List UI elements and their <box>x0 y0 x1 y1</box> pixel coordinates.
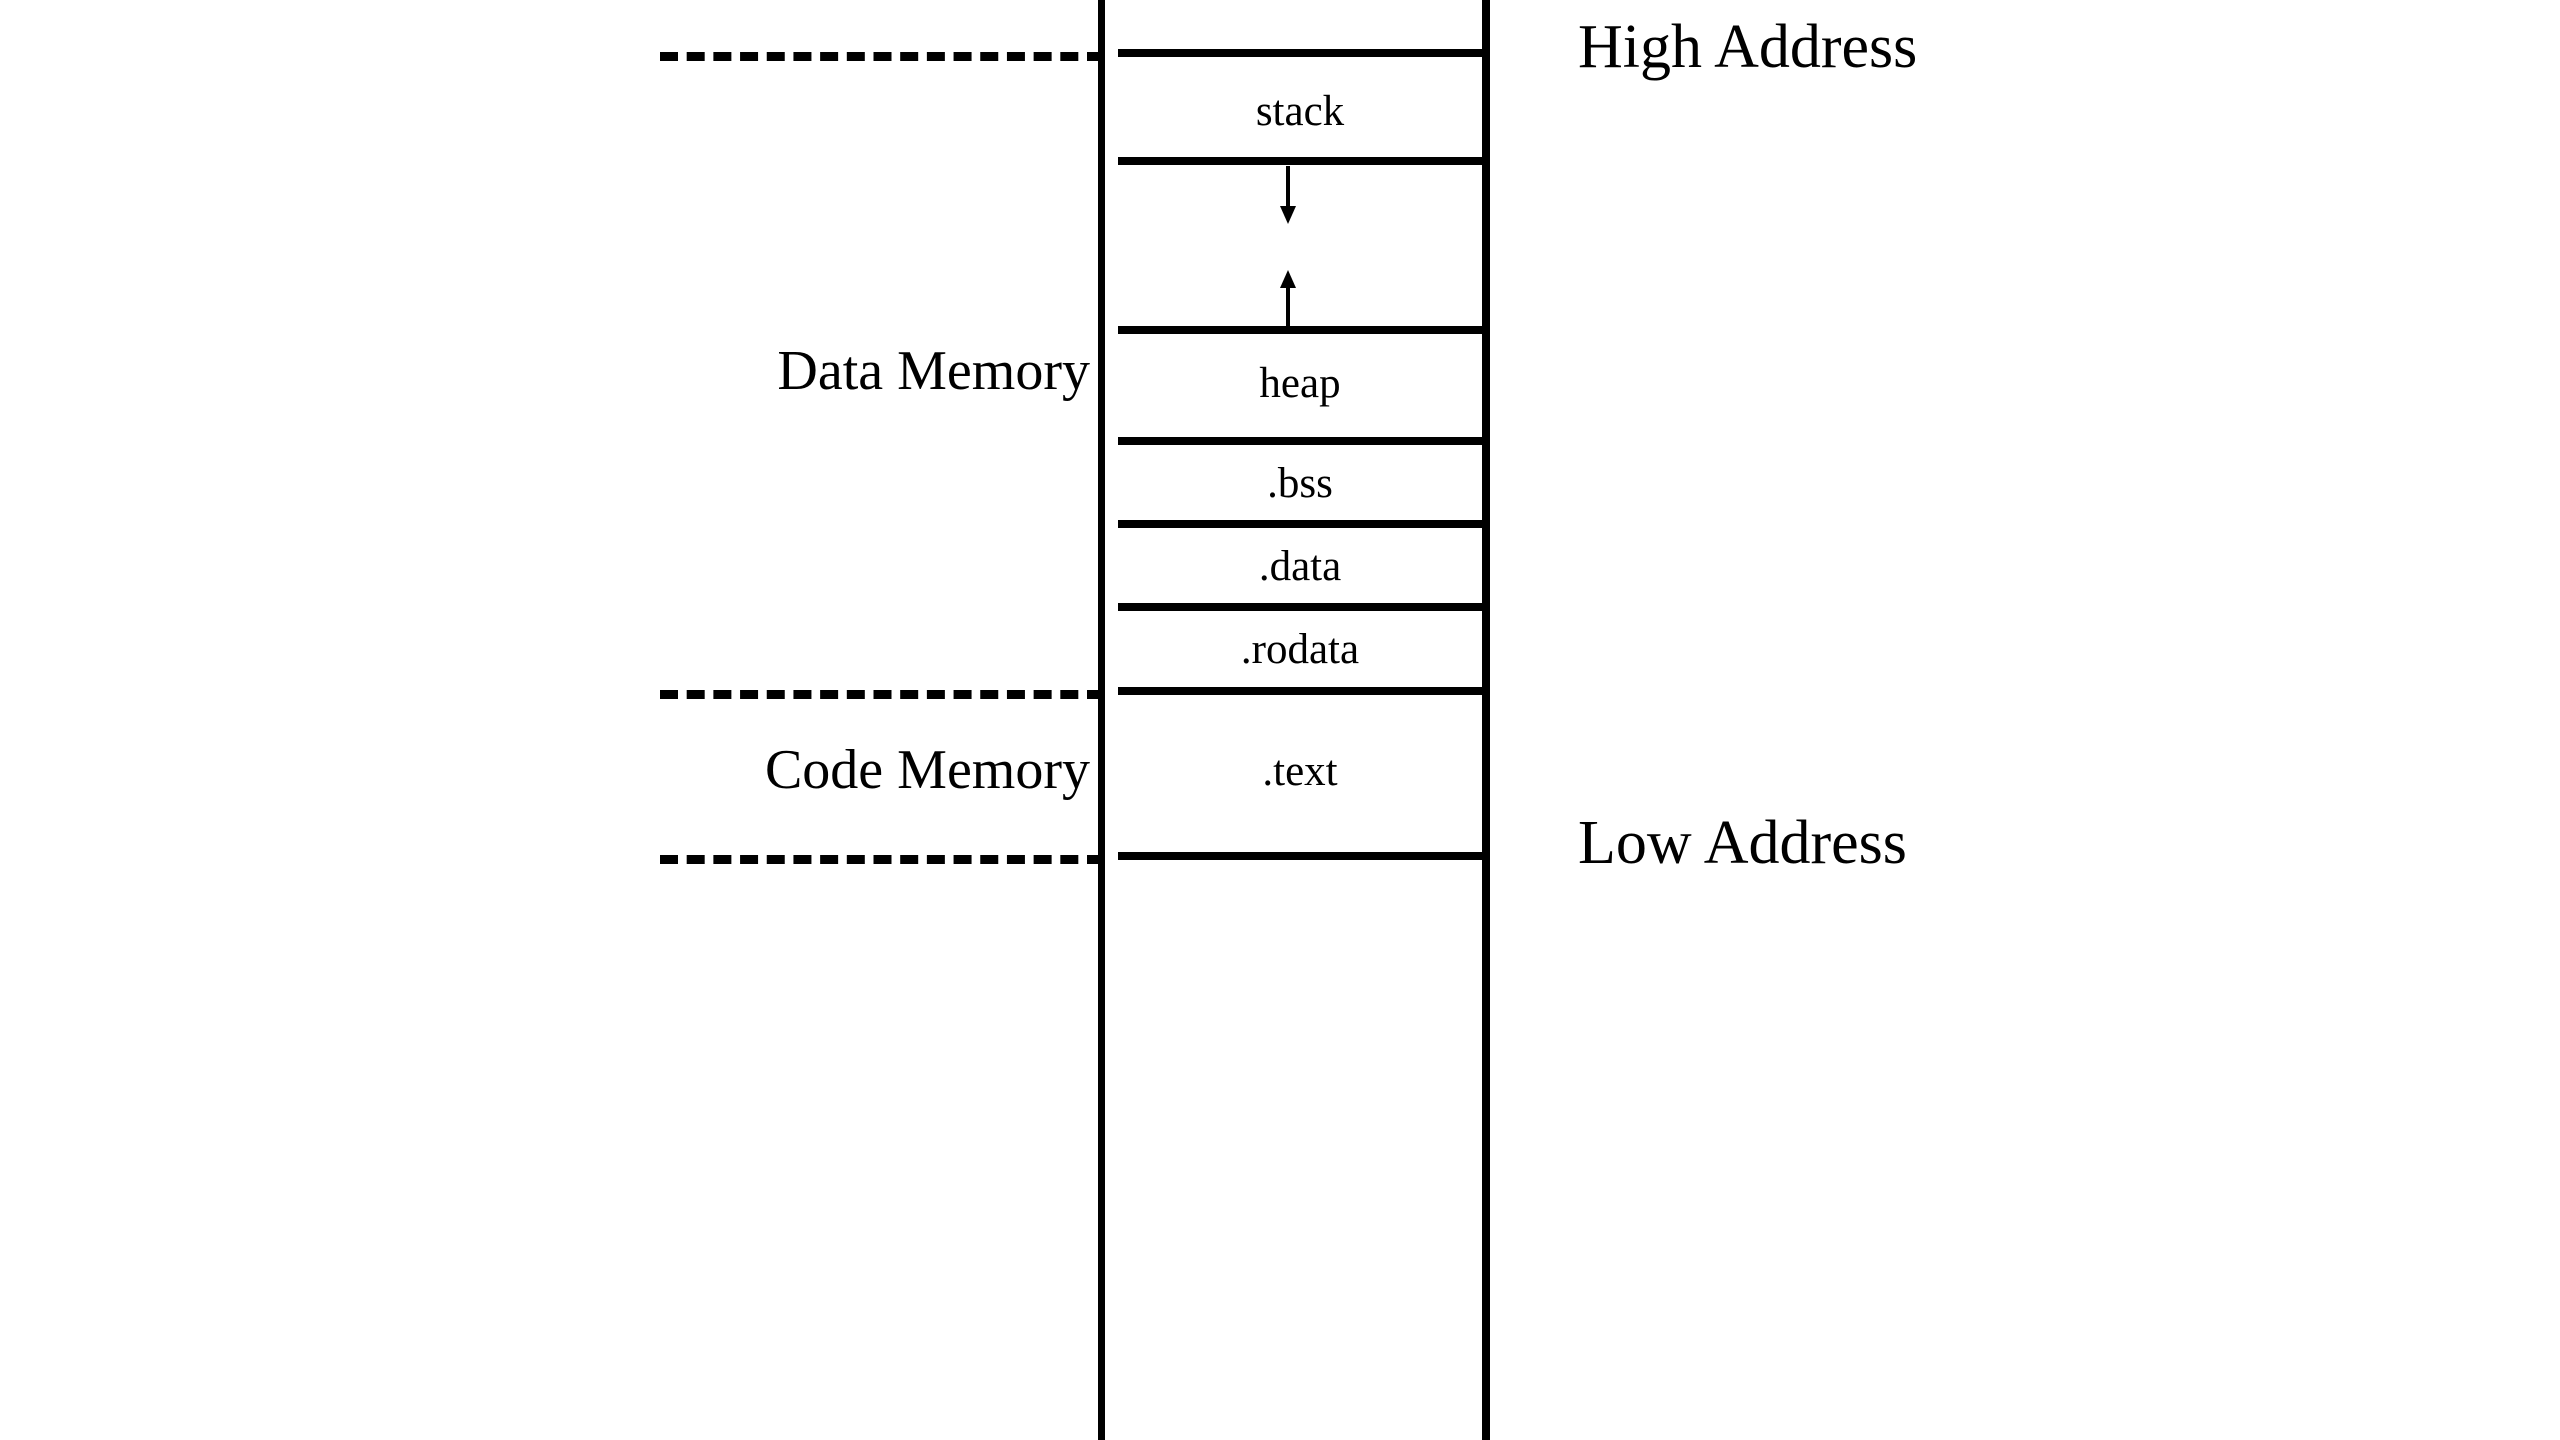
separator-gap-heap <box>1118 326 1482 334</box>
arrow-up-icon <box>1280 270 1296 328</box>
separator-rodata-text <box>1118 687 1482 695</box>
region-label-data-memory: Data Memory <box>777 340 1090 402</box>
segment-label-text: .text <box>1262 748 1338 795</box>
separator-bottom-of-text <box>1118 852 1482 860</box>
low-address-guide-line <box>660 855 1105 864</box>
code-data-boundary-guide-line <box>660 690 1105 699</box>
segment-label-stack: stack <box>1255 88 1345 135</box>
segment-label-data: .data <box>1258 543 1342 590</box>
segment-label-bss: .bss <box>1267 460 1333 507</box>
separator-stack-gap <box>1118 157 1482 165</box>
separator-data-rodata <box>1118 603 1482 611</box>
region-label-code-memory: Code Memory <box>764 739 1090 801</box>
memory-column-left-rail <box>1098 0 1105 1440</box>
memory-column-right-rail <box>1482 0 1490 1440</box>
separator-bss-data <box>1118 520 1482 528</box>
high-address-guide-line <box>660 52 1105 61</box>
segment-label-heap: heap <box>1259 360 1341 407</box>
low-address-label: Low Address <box>1578 809 1907 877</box>
arrow-down-icon <box>1280 166 1296 224</box>
separator-top-of-stack <box>1118 49 1482 57</box>
separator-heap-bss <box>1118 437 1482 445</box>
segment-label-rodata: .rodata <box>1240 626 1360 673</box>
high-address-label: High Address <box>1578 13 1918 81</box>
